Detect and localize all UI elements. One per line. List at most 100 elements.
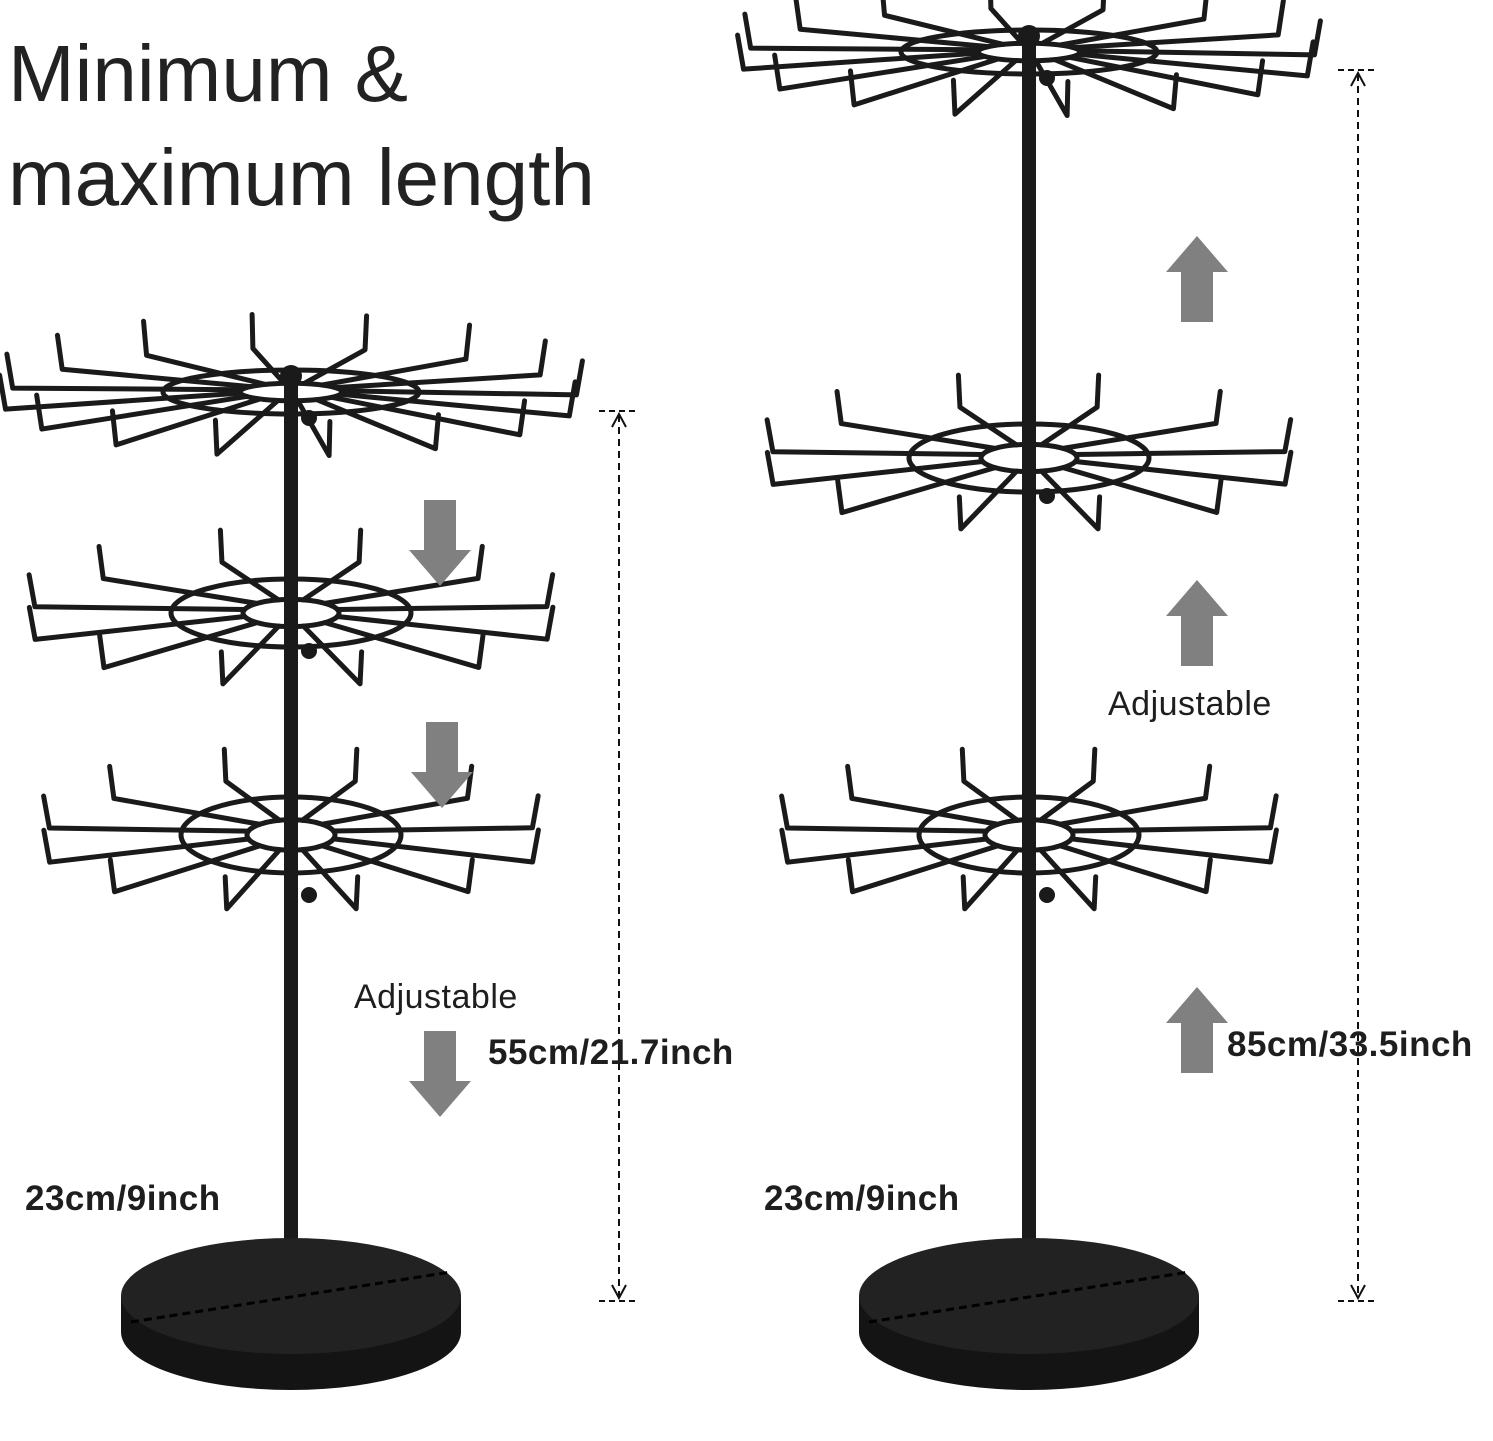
- hook-arm: [950, 58, 1019, 117]
- hook-arm: [847, 56, 1001, 108]
- title-line-2: maximum length: [8, 133, 595, 222]
- left-top-tier: [0, 311, 585, 459]
- right-base-diameter-line: [868, 1270, 1190, 1324]
- right-adjustable-label: Adjustable: [1108, 685, 1272, 723]
- hook-arm: [1039, 468, 1103, 532]
- hook-arm: [880, 0, 1006, 47]
- hook-arm: [300, 527, 364, 603]
- hook-arm: [330, 793, 541, 834]
- up-arrow-icon: [1166, 987, 1228, 1073]
- up-arrow-icon: [1166, 580, 1228, 666]
- right-lower-tier-outer-ring: [916, 794, 1142, 876]
- left-middle-tier-outer-ring: [168, 576, 414, 650]
- hook-arm: [1038, 372, 1102, 448]
- left-height-measurement: 55cm/21.7inch: [488, 1033, 734, 1072]
- hook-arm: [764, 449, 986, 487]
- hook-arm: [1033, 58, 1071, 119]
- hook-arm: [1037, 746, 1098, 823]
- dimension-lines: [599, 69, 1378, 1302]
- hook-arm: [322, 620, 486, 670]
- hook-arm: [218, 623, 282, 687]
- hook-arm: [845, 843, 1001, 895]
- hook-arm: [1069, 827, 1279, 865]
- hook-arm: [222, 847, 283, 912]
- title-line-1: Minimum &: [8, 29, 409, 118]
- hook-arm: [960, 847, 1021, 912]
- hook-arm: [1060, 465, 1224, 515]
- hook-arm: [331, 827, 541, 865]
- hook-arm: [301, 313, 370, 386]
- hook-arm: [319, 843, 475, 895]
- hook-arm: [319, 322, 473, 388]
- hook-arm: [779, 793, 989, 834]
- hook-arm: [779, 827, 990, 865]
- hook-arm: [742, 11, 983, 53]
- hook-arm: [295, 398, 333, 459]
- hook-arm: [793, 0, 991, 50]
- hook-arm: [41, 793, 251, 834]
- down-arrow-icon: [411, 722, 473, 808]
- hook-arm: [97, 620, 260, 671]
- left-middle-tier: [26, 527, 556, 687]
- locking-knob: [301, 643, 317, 659]
- adjust-arrows: [409, 236, 1228, 1117]
- down-arrow-icon: [409, 500, 471, 586]
- hook-arm: [26, 604, 248, 642]
- left-base-diameter: 23cm/9inch: [25, 1179, 221, 1218]
- locking-knob: [1039, 70, 1055, 86]
- left-stand-minimum-height: [0, 311, 585, 1390]
- hook-arm: [334, 604, 556, 642]
- left-lower-tier-outer-ring: [178, 794, 404, 876]
- hook-arm: [109, 396, 263, 448]
- right-middle-tier-inner-ring: [978, 441, 1080, 475]
- hook-arm: [339, 358, 585, 398]
- down-arrow-icon: [409, 1031, 471, 1117]
- hook-arm: [1052, 57, 1179, 112]
- hook-arm: [334, 572, 556, 612]
- hook-arm: [959, 746, 1021, 823]
- locking-knob: [301, 887, 317, 903]
- hook-arm: [1060, 388, 1223, 451]
- hook-arm: [1070, 0, 1286, 51]
- left-adjustable-label: Adjustable: [354, 978, 518, 1016]
- locking-knob: [1039, 887, 1055, 903]
- hook-arm: [1037, 847, 1099, 912]
- right-base-diameter: 23cm/9inch: [764, 1179, 960, 1218]
- hook-arm: [1057, 843, 1213, 895]
- hook-arm: [735, 32, 981, 72]
- hook-arm: [141, 318, 268, 387]
- page-title: Minimum & maximum length: [8, 22, 708, 230]
- hook-arm: [1072, 449, 1294, 487]
- hook-arm: [1039, 0, 1106, 46]
- right-stand-maximum-height: [735, 0, 1323, 1390]
- hook-arm: [249, 311, 287, 386]
- hook-arm: [1072, 417, 1294, 457]
- hook-arm: [1068, 793, 1279, 834]
- right-lower-tier-inner-ring: [982, 817, 1076, 853]
- right-middle-tier: [764, 372, 1294, 532]
- hook-arm: [332, 338, 548, 391]
- hook-arm: [988, 0, 1025, 46]
- hook-arm: [54, 332, 253, 390]
- hook-arm: [956, 468, 1020, 532]
- hook-arm: [319, 763, 475, 827]
- hook-arm: [314, 397, 441, 452]
- hook-arm: [26, 572, 248, 613]
- hook-arm: [1067, 54, 1266, 98]
- hook-arm: [217, 527, 281, 603]
- hook-arm: [834, 389, 998, 451]
- left-lower-tier: [41, 746, 541, 912]
- hook-arm: [96, 544, 260, 606]
- hook-arm: [955, 372, 1019, 448]
- left-lower-tier-inner-ring: [244, 817, 338, 853]
- right-height-measurement: 85cm/33.5inch: [1227, 1025, 1473, 1064]
- hook-arm: [299, 746, 360, 823]
- hook-arm: [1057, 763, 1213, 827]
- hook-arm: [1077, 18, 1323, 58]
- hook-arm: [299, 847, 361, 912]
- hook-arm: [835, 465, 998, 516]
- right-pole: [1022, 42, 1036, 1262]
- hook-arm: [41, 827, 252, 865]
